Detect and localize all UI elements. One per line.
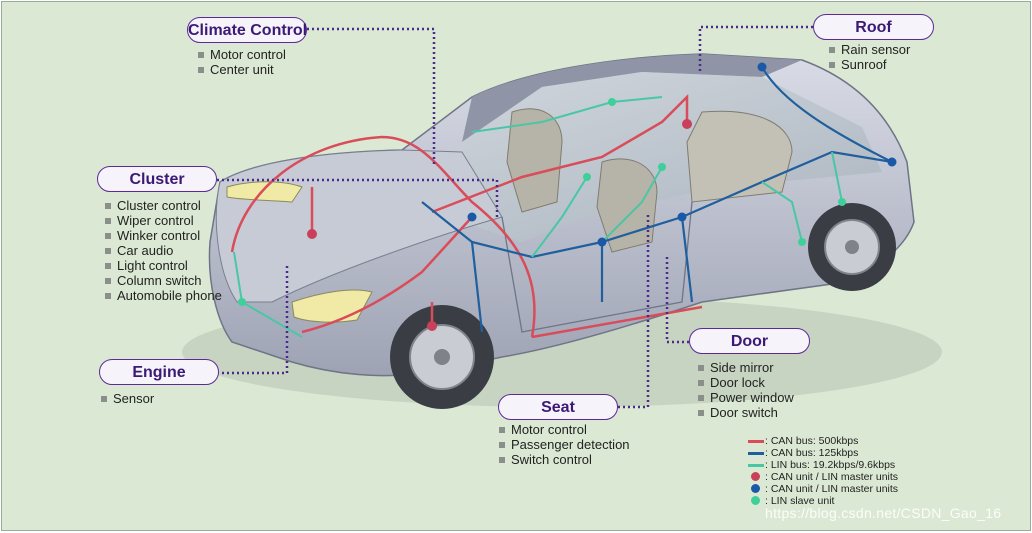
list-item: Column switch [105,273,222,288]
list-item: Cluster control [105,198,222,213]
engine-list: Sensor [101,391,154,406]
bullet-icon [105,263,111,269]
bullet-icon [499,442,505,448]
bullet-icon [499,427,505,433]
list-item: Winker control [105,228,222,243]
bullet-icon [105,233,111,239]
seat-front-left [506,108,563,213]
bullet-icon [198,52,204,58]
roof-label: Roof [813,14,934,40]
bullet-icon [499,457,505,463]
callout-connectors [217,25,813,409]
cluster-label: Cluster [97,166,217,192]
can-500-wiring [230,93,703,339]
can-125-wiring [421,66,893,333]
connector-seat [618,212,650,409]
roof-list: Rain sensor Sunroof [829,42,910,72]
bullet-icon [829,47,835,53]
door-label: Door [689,328,810,354]
list-item: Motor control [198,47,286,62]
climate-control-list: Motor control Center unit [198,47,286,77]
bullet-icon [698,380,704,386]
climate-control-label: Climate Control [187,17,307,43]
wiring-nodes [238,62,897,331]
car-roof-frame [462,54,802,142]
bullet-icon [101,396,107,402]
bullet-icon [198,67,204,73]
list-item: Door lock [698,375,794,390]
door-list: Side mirror Door lock Power window Door … [698,360,794,420]
bullet-icon [105,278,111,284]
legend-item: : CAN bus: 125kbps [747,447,898,459]
list-item: Wiper control [105,213,222,228]
blue-dot-icon [751,484,760,494]
bullet-icon [105,248,111,254]
list-item: Light control [105,258,222,273]
list-item: Sunroof [829,57,910,72]
connector-door [665,257,689,344]
bullet-icon [105,218,111,224]
bullet-icon [698,395,704,401]
bullet-icon [829,62,835,68]
bullet-icon [105,293,111,299]
rear-wheel [808,203,896,291]
engine-label: Engine [99,359,219,385]
legend-item: : CAN unit / LIN master units [747,471,898,483]
list-item: Switch control [499,452,630,467]
list-item: Motor control [499,422,630,437]
front-wheel [390,305,494,409]
seat-label: Seat [498,394,618,420]
legend-item: : LIN bus: 19.2kbps/9.6kbps [747,459,898,471]
connector-engine [222,264,289,375]
connector-climate [307,27,436,164]
legend-item: : CAN unit / LIN master units [747,483,898,495]
red-dot-icon [751,472,760,482]
list-item: Door switch [698,405,794,420]
bullet-icon [105,203,111,209]
list-item: Power window [698,390,794,405]
lin-line-icon [748,464,764,467]
list-item: Center unit [198,62,286,77]
legend: : CAN bus: 500kbps : CAN bus: 125kbps : … [747,435,898,507]
legend-item: : CAN bus: 500kbps [747,435,898,447]
headlight-upper [226,181,303,203]
bullet-icon [698,410,704,416]
bullet-icon [698,365,704,371]
green-dot-icon [751,496,760,506]
can-500-line-icon [748,440,764,443]
can-125-line-icon [748,452,764,455]
watermark: https://blog.csdn.net/CSDN_Gao_16 [765,505,1002,521]
connector-cluster [217,178,499,217]
cluster-list: Cluster control Wiper control Winker con… [105,198,222,303]
seat-rear [686,110,793,203]
legend-item: : LIN slave unit [747,495,898,507]
list-item: Car audio [105,243,222,258]
list-item: Automobile phone [105,288,222,303]
list-item: Passenger detection [499,437,630,452]
list-item: Sensor [101,391,154,406]
seat-list: Motor control Passenger detection Switch… [499,422,630,467]
list-item: Rain sensor [829,42,910,57]
list-item: Side mirror [698,360,794,375]
